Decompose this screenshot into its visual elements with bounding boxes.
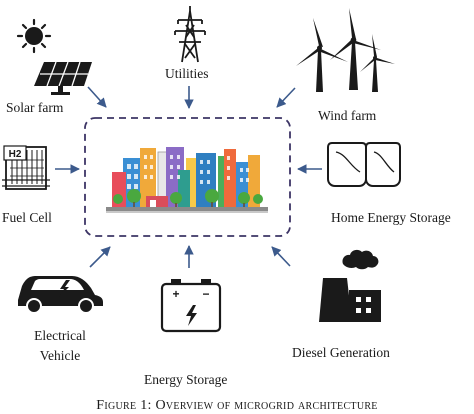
battery-minus-text: − — [202, 287, 209, 301]
home-battery-icon — [327, 142, 401, 187]
battery-icon: + − — [160, 279, 222, 333]
electric-car-icon — [18, 276, 103, 314]
electrical-vehicle-label-line2: Vehicle — [39, 348, 81, 363]
power-tower-icon — [174, 6, 206, 63]
energy-storage-label: Energy Storage — [144, 372, 228, 387]
arrow-ev — [89, 246, 111, 268]
arrow-solar — [87, 86, 107, 108]
flow-arrows — [55, 86, 322, 268]
figure-caption: Figure 1: Overview of microgrid architec… — [96, 398, 378, 413]
electrical-vehicle-label: Electrical Vehicle — [14, 328, 106, 363]
factory-icon — [319, 249, 381, 322]
h2-badge-text: H2 — [9, 149, 22, 160]
fuel-cell-label: Fuel Cell — [2, 210, 52, 225]
sun-icon — [16, 18, 52, 54]
home-energy-storage-label: Home Energy Storage — [331, 210, 451, 225]
wind-farm-label: Wind farm — [318, 108, 377, 123]
arrow-wind — [276, 87, 296, 108]
electrical-vehicle-label-line1: Electrical — [34, 328, 86, 343]
fuel-cell-icon: H2 — [2, 145, 50, 190]
wind-turbine-icon — [296, 8, 395, 92]
arrow-diesel — [271, 246, 291, 267]
city-buildings-icon — [106, 147, 268, 213]
diesel-generation-label: Diesel Generation — [292, 345, 390, 360]
battery-plus-text: + — [172, 287, 179, 301]
utilities-label: Utilities — [165, 66, 209, 81]
solar-farm-label: Solar farm — [6, 100, 64, 115]
solar-panel-icon — [34, 61, 92, 95]
